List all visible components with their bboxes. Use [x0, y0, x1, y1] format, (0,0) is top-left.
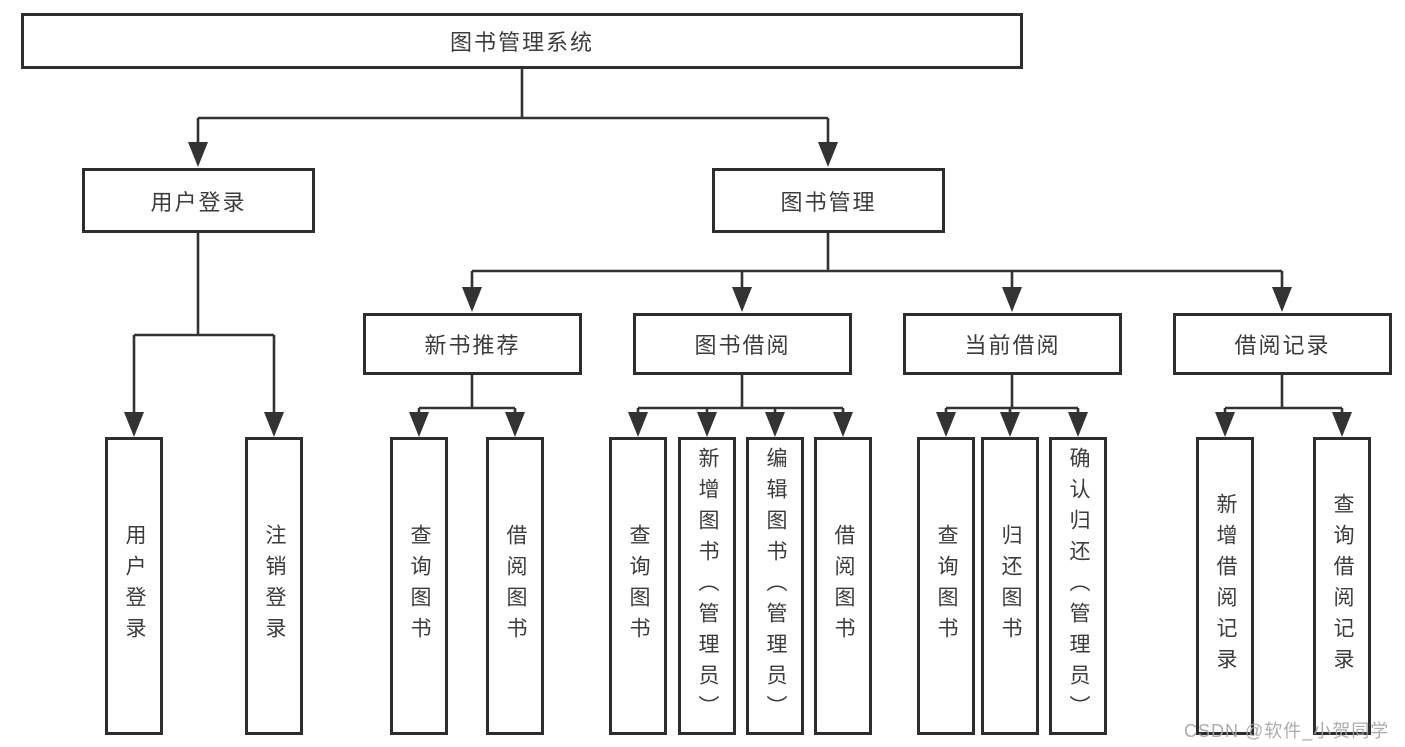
leaf-edit-book-admin: 编辑图书（管理员）	[746, 437, 804, 735]
node-label: 当前借阅	[964, 333, 1061, 358]
leaf-query-books: 查询图书	[390, 437, 448, 735]
leaf-logout: 注销登录	[245, 437, 303, 735]
leaf-query-books-2: 查询图书	[609, 437, 667, 735]
node-label: 借阅图书	[504, 524, 527, 648]
node-label: 用户登录	[123, 524, 146, 648]
node-library-management-system: 图书管理系统	[21, 13, 1023, 69]
node-label: 图书管理系统	[449, 30, 594, 55]
node-label: 查询图书	[408, 524, 431, 648]
node-borrowing-records: 借阅记录	[1173, 313, 1392, 375]
leaf-confirm-return-admin: 确认归还（管理员）	[1049, 437, 1107, 735]
node-label: 新增图书（管理员）	[696, 446, 719, 726]
node-label: 编辑图书（管理员）	[764, 446, 787, 726]
node-label: 图书借阅	[694, 333, 791, 358]
leaf-query-borrow-record: 查询借阅记录	[1313, 437, 1371, 735]
node-label: 新书推荐	[424, 333, 521, 358]
node-label: 查询图书	[935, 524, 958, 648]
node-new-book-recommendation: 新书推荐	[363, 313, 582, 375]
node-label: 查询图书	[627, 524, 650, 648]
node-current-borrowing: 当前借阅	[903, 313, 1122, 375]
node-label: 新增借阅记录	[1214, 493, 1237, 679]
leaf-add-book-admin: 新增图书（管理员）	[678, 437, 736, 735]
csdn-watermark: CSDN @软件_小贺同学	[1184, 721, 1390, 741]
node-label: 借阅图书	[832, 524, 855, 648]
node-book-borrowing: 图书借阅	[633, 313, 852, 375]
leaf-borrow-books: 借阅图书	[486, 437, 544, 735]
leaf-query-books-3: 查询图书	[917, 437, 975, 735]
node-label: 注销登录	[263, 524, 286, 648]
node-label: 借阅记录	[1234, 333, 1331, 358]
node-user-login: 用户登录	[82, 168, 315, 233]
node-label: 图书管理	[780, 189, 877, 215]
leaf-return-books: 归还图书	[981, 437, 1039, 735]
node-label: 归还图书	[999, 524, 1022, 648]
node-label: 查询借阅记录	[1331, 493, 1354, 679]
node-book-management: 图书管理	[712, 168, 945, 233]
leaf-user-login: 用户登录	[105, 437, 163, 735]
leaf-add-borrow-record: 新增借阅记录	[1196, 437, 1254, 735]
node-label: 确认归还（管理员）	[1067, 446, 1090, 726]
node-label: 用户登录	[150, 189, 247, 215]
leaf-borrow-books-2: 借阅图书	[814, 437, 872, 735]
